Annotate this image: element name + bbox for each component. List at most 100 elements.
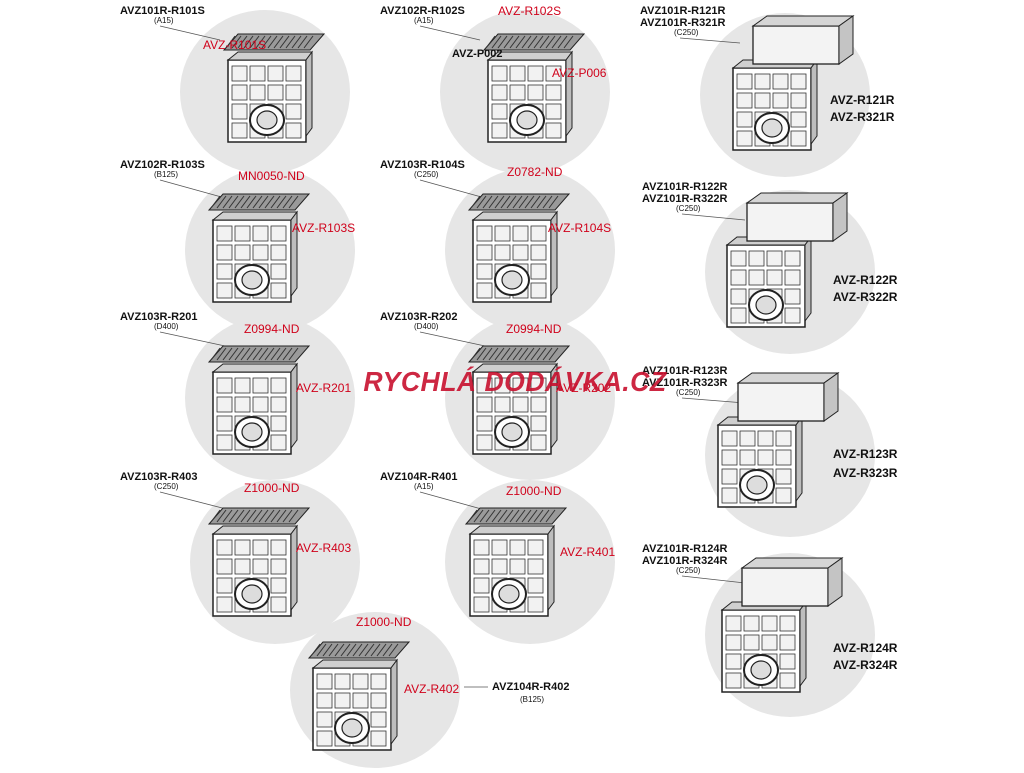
wall-cell [267,65,284,82]
wall-cell [476,434,493,451]
grate-slot [476,195,487,209]
grate-slot [557,35,568,49]
grate-slot [234,195,245,209]
wall-cell [370,711,387,728]
wall-cell [721,487,738,504]
grate-slot [491,509,502,523]
part-callout: Z0782-ND [507,165,563,179]
frame-side [827,557,843,607]
part-callout: AVZ-R101S [203,38,266,52]
leader-line [681,213,746,221]
grate-slot [512,347,523,361]
item-r121r: AVZ101R-R121RAVZ101R-R321R(C250)AVZ-R121… [640,5,895,177]
wall-cell [721,449,738,466]
item-title: AVZ101R-R122R [642,181,727,193]
channel-side [550,210,558,298]
wall-cell [494,225,511,242]
wall-cell [721,430,738,447]
wall-cell [234,244,251,261]
wall-cell [252,539,269,556]
grate-slot [258,347,269,361]
wall-cell [473,558,490,575]
grate-slot [270,509,281,523]
wall-cell [494,244,511,261]
outlet-hole [755,295,777,315]
wall-cell [352,673,369,690]
wall-cell [530,244,547,261]
channel-side [804,235,812,323]
grate-slot [222,195,233,209]
wall-cell [234,396,251,413]
frame-top [736,372,840,384]
grate-slot [346,643,357,657]
wall-cell [530,415,547,432]
grate-slot [288,347,299,361]
grate-slot [231,35,242,49]
wall-cell [754,73,771,90]
item-title: AVZ101R-R124R [642,543,727,555]
wall-cell [530,434,547,451]
load-class: (D400) [414,322,439,331]
grate-slot [340,643,351,657]
wall-cell [784,288,801,305]
wall-cell [491,65,508,82]
grate-slot [533,509,544,523]
channel-side [810,58,818,146]
grate-slot [222,509,233,523]
grate-slot [563,35,574,49]
grate-slot [288,509,299,523]
part-callout: Z0994-ND [506,322,562,336]
item-title: AVZ101R-R121R [640,5,725,17]
grate-slot [258,195,269,209]
item-title: AVZ102R-R103S [120,159,205,171]
wall-cell [725,615,742,632]
load-class: (C250) [676,204,701,213]
grate-slot [328,643,339,657]
leader-line [419,25,481,41]
grate-slot [334,643,345,657]
wall-cell [743,615,760,632]
wall-cell [316,730,333,747]
grate-slot [249,35,260,49]
load-class: (C250) [154,482,179,491]
wall-cell [249,84,266,101]
grate-slot [536,347,547,361]
item-title: AVZ101R-R323R [642,377,727,389]
wall-cell [772,73,789,90]
grate-slot [282,195,293,209]
grate-slot [548,347,559,361]
item-title: AVZ101R-R321R [640,17,725,29]
part-label: AVZ-R123R [833,447,898,461]
grate-slot [497,35,508,49]
frame-side [838,15,854,65]
grate-slot [470,347,481,361]
wall-cell [270,577,287,594]
grate-slot [482,347,493,361]
grate-slot [533,35,544,49]
part-callout: AVZ-R201 [296,381,351,395]
grate-slot [539,509,550,523]
grate-slot [270,347,281,361]
wall-cell [530,396,547,413]
grate-slot [503,35,514,49]
grate-slot [376,643,387,657]
wall-cell [779,653,796,670]
grate-slot [524,195,535,209]
grate-slot [497,509,508,523]
wall-cell [234,377,251,394]
grate-slot [246,195,257,209]
wall-cell [476,377,493,394]
grate-slot [485,509,496,523]
grate-slot [210,347,221,361]
wall-cell [730,269,747,286]
wall-cell [775,468,792,485]
grate-slot [228,195,239,209]
wall-cell [739,430,756,447]
grate-slot [322,643,333,657]
wall-cell [316,711,333,728]
grate-slot [276,347,287,361]
wall-cell [476,263,493,280]
wall-cell [512,396,529,413]
part-callout: AVZ-R402 [404,682,459,696]
